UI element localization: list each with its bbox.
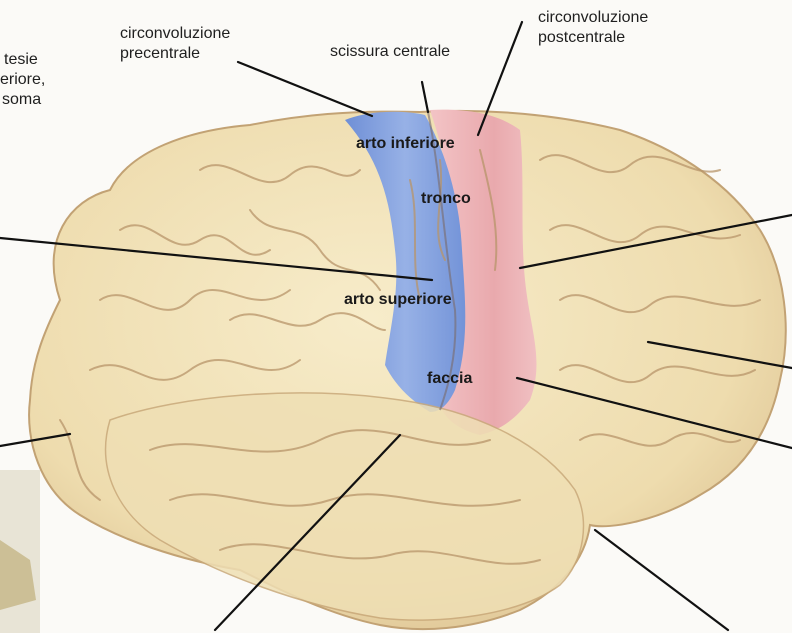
postcentral-label-line1: circonvoluzione (538, 8, 648, 27)
leader-central-sulcus (422, 82, 428, 112)
precentral-label-line2: precentrale (120, 44, 200, 63)
leader-bottom-right (595, 530, 728, 630)
region-label-lower-limb: arto inferiore (356, 134, 455, 153)
left-cut-label-line1: tesie (4, 50, 38, 69)
left-cut-label-line2: eriore, (0, 70, 45, 89)
left-cut-label-line3: soma (2, 90, 41, 109)
leader-precentral (238, 62, 372, 116)
central-sulcus-label: scissura centrale (330, 42, 450, 61)
region-label-upper-limb: arto superiore (344, 290, 452, 309)
region-label-trunk: tronco (421, 189, 471, 208)
region-label-face: faccia (427, 369, 472, 388)
postcentral-label-line2: postcentrale (538, 28, 625, 47)
precentral-label-line1: circonvoluzione (120, 24, 230, 43)
